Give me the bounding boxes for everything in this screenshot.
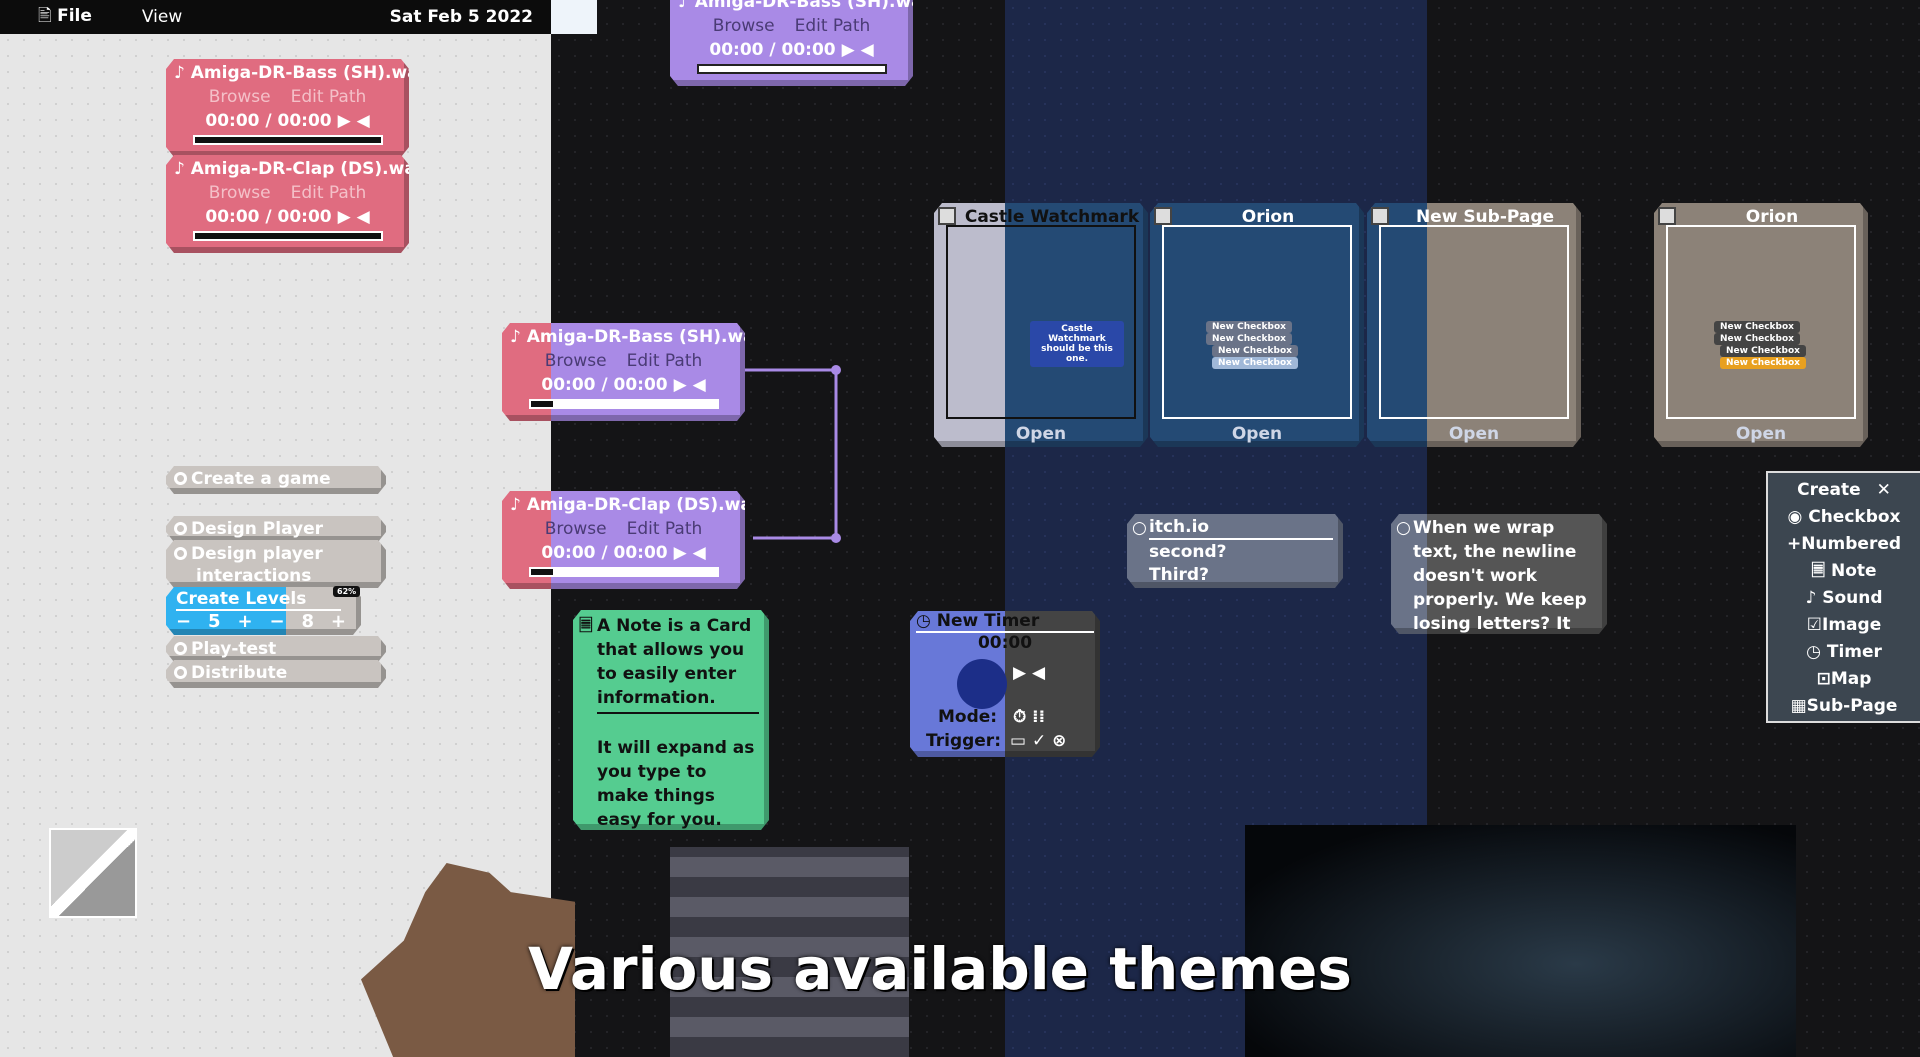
numbered-item[interactable]: Create Levels −5+−8+ xyxy=(166,587,361,635)
subpage-icon xyxy=(938,207,956,225)
subpage-icon xyxy=(1371,207,1389,225)
rewind-icon[interactable]: ◀ xyxy=(692,543,706,563)
trigger-icons[interactable]: ▭ ✓ ⊗ xyxy=(1010,731,1067,751)
increment-button[interactable]: + xyxy=(330,611,346,632)
menu-extension xyxy=(551,0,597,34)
subpage-card[interactable]: Castle Watchmark Castle Watchmark should… xyxy=(934,203,1148,447)
create-map[interactable]: ⊡Map xyxy=(1816,669,1872,689)
checklist-item[interactable]: Create a game xyxy=(166,466,386,494)
play-icon[interactable]: ▶ xyxy=(673,375,687,395)
create-subpage[interactable]: ▦Sub-Page xyxy=(1790,696,1898,716)
play-icon[interactable]: ▶ xyxy=(841,40,855,60)
play-icon[interactable]: ▶ xyxy=(337,111,351,131)
checkbox-icon[interactable] xyxy=(174,642,187,655)
note-icon: 🗏 xyxy=(579,616,593,636)
edit-path-button[interactable]: Edit Path xyxy=(626,351,703,371)
create-menu: Create ✕ ◉ Checkbox +Numbered 🗏 Note ♪ S… xyxy=(1766,471,1920,723)
open-button[interactable]: Open xyxy=(1015,424,1067,444)
browse-button[interactable]: Browse xyxy=(208,183,271,203)
rewind-icon[interactable]: ◀ xyxy=(860,40,874,60)
timer-dial xyxy=(957,659,1007,709)
image-card[interactable] xyxy=(49,828,137,918)
progress-bar[interactable] xyxy=(697,64,887,74)
browse-button[interactable]: Browse xyxy=(208,87,271,107)
checklist-card[interactable]: ○ itch.io second?Third? xyxy=(1127,514,1343,588)
date-display: Sat Feb 5 2022 xyxy=(389,7,533,27)
open-button[interactable]: Open xyxy=(1231,424,1283,444)
create-numbered[interactable]: +Numbered xyxy=(1786,534,1902,554)
open-button[interactable]: Open xyxy=(1448,424,1500,444)
decrement-button[interactable]: − xyxy=(269,611,285,632)
file-menu[interactable]: 🖹 File xyxy=(38,5,92,26)
subpage-icon xyxy=(1154,207,1172,225)
caption: Various available themes xyxy=(528,935,1352,1003)
subpage-icon xyxy=(1658,207,1676,225)
subpage-card[interactable]: New Sub-Page Open xyxy=(1367,203,1581,447)
subpage-card[interactable]: Orion New Checkbox New Checkbox New Chec… xyxy=(1150,203,1364,447)
decrement-button[interactable]: − xyxy=(176,611,192,632)
progress-bar[interactable] xyxy=(193,231,383,241)
edit-path-button[interactable]: Edit Path xyxy=(626,519,703,539)
browse-button[interactable]: Browse xyxy=(544,351,607,371)
progress-bar[interactable] xyxy=(193,135,383,145)
progress-badge: 62% xyxy=(333,586,361,597)
stopwatch-icon[interactable]: ⏱ ⁞⁞ xyxy=(1013,707,1046,727)
subpage-card[interactable]: Orion New Checkbox New Checkbox New Chec… xyxy=(1654,203,1868,447)
checkbox-icon[interactable] xyxy=(174,666,187,679)
edit-path-button[interactable]: Edit Path xyxy=(290,87,367,107)
progress-bar[interactable] xyxy=(529,399,719,409)
checklist-item[interactable]: Play-test xyxy=(166,636,386,662)
checkbox-icon[interactable] xyxy=(174,472,187,485)
play-icon[interactable]: ▶ xyxy=(337,207,351,227)
play-icon[interactable]: ▶ xyxy=(673,543,687,563)
checkbox-icon[interactable]: ○ xyxy=(1396,518,1411,538)
game-screenshot xyxy=(670,847,909,1057)
note-card[interactable]: 🗏 A Note is a Card that allows you to ea… xyxy=(573,610,769,830)
play-icon[interactable]: ▶ ◀ xyxy=(1013,663,1046,683)
create-image[interactable]: ☑Image xyxy=(1806,615,1882,635)
edit-path-button[interactable]: Edit Path xyxy=(794,16,871,36)
create-timer[interactable]: ◷ Timer xyxy=(1806,642,1882,662)
timer-card[interactable]: ◷ New Timer 00:00 ▶ ◀ Mode: ⏱ ⁞⁞ Trigger… xyxy=(910,611,1100,757)
progress-bar[interactable] xyxy=(529,567,719,577)
view-menu[interactable]: View xyxy=(141,7,183,27)
edit-path-button[interactable]: Edit Path xyxy=(290,183,367,203)
browse-button[interactable]: Browse xyxy=(544,519,607,539)
scene-screenshot xyxy=(1245,825,1796,1057)
rewind-icon[interactable]: ◀ xyxy=(356,111,370,131)
close-icon[interactable]: ✕ xyxy=(1876,480,1891,500)
timer-icon: ◷ xyxy=(916,611,931,631)
checklist-item[interactable]: Design Player xyxy=(166,516,386,542)
browse-button[interactable]: Browse xyxy=(712,16,775,36)
checkbox-icon[interactable]: ○ xyxy=(1132,518,1147,538)
open-button[interactable]: Open xyxy=(1735,424,1787,444)
checkbox-icon[interactable] xyxy=(174,522,187,535)
menu-bar: 🖹 File View Sat Feb 5 2022 xyxy=(0,0,551,34)
checkbox-icon[interactable] xyxy=(174,547,187,560)
rewind-icon[interactable]: ◀ xyxy=(692,375,706,395)
create-note[interactable]: 🗏 Note xyxy=(1811,561,1877,581)
checklist-card[interactable]: ○ When we wrap text, the newline doesn't… xyxy=(1391,514,1607,634)
create-checkbox[interactable]: ◉ Checkbox xyxy=(1787,507,1901,527)
checklist-item[interactable]: Distribute xyxy=(166,660,386,688)
increment-button[interactable]: + xyxy=(237,611,253,632)
create-sound[interactable]: ♪ Sound xyxy=(1805,588,1883,608)
checklist-item[interactable]: Design player interactions xyxy=(166,540,386,588)
rewind-icon[interactable]: ◀ xyxy=(356,207,370,227)
